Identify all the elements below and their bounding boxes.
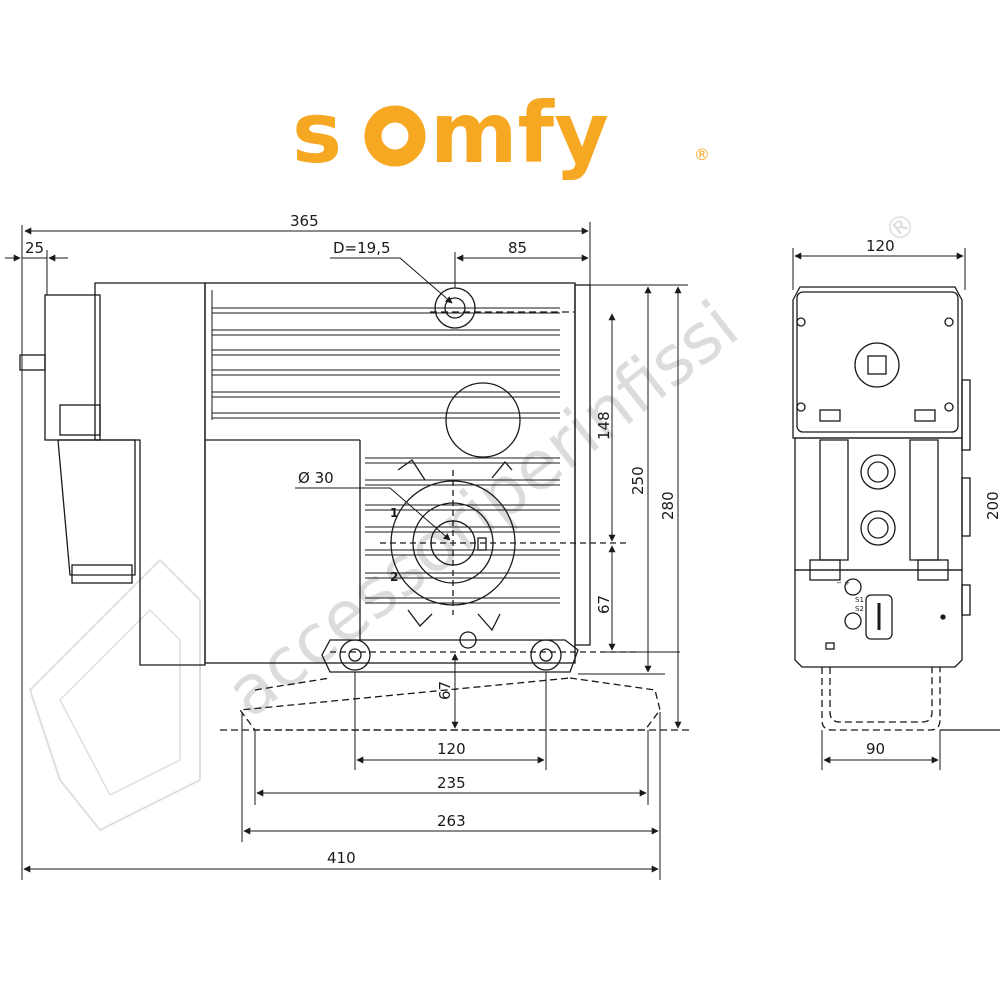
screw-bottom-right (944, 402, 954, 412)
square-socket-ring (854, 342, 900, 388)
base-plate-outline (238, 677, 661, 731)
screw-bottom-left (796, 402, 806, 412)
leader-shaft-diameter (295, 487, 451, 541)
label-25: 25 (25, 239, 44, 257)
mounting-bracket (321, 639, 579, 673)
watermark: accessoriperinfissi ® (28, 205, 924, 832)
somfy-logo: s mfy ® (292, 84, 710, 182)
shaft-keyway (477, 537, 487, 551)
screw-top-left (796, 317, 806, 327)
motor-shaft-stub (19, 354, 46, 371)
square-socket (867, 355, 887, 375)
label-shaft-diameter: Ø 30 (298, 469, 334, 487)
label-hole-diameter: D=19,5 (333, 239, 391, 257)
motor-lower-block (57, 439, 136, 576)
side-base-plate-inner (829, 667, 933, 723)
label-minus-plus: − + (836, 579, 850, 587)
motor-connector (59, 404, 101, 436)
shaft-rib-1 (397, 459, 426, 481)
rotation-mark-1: 1 (390, 506, 398, 520)
label-365: 365 (290, 212, 319, 230)
watermark-window-icon (28, 558, 201, 832)
shaft-rib-3 (407, 609, 433, 627)
housing-side-flange (574, 284, 591, 646)
clip-right (914, 409, 936, 422)
side-boss-upper-inner (867, 461, 889, 483)
side-top-cover (792, 286, 963, 439)
bracket-hole-right-inner (539, 648, 553, 662)
bracket-center-hole (459, 631, 477, 649)
side-body-left-rib (819, 439, 849, 561)
side-boss-lower-inner (867, 517, 889, 539)
front-dimensions (5, 222, 688, 880)
intermediate-boss (445, 382, 521, 458)
side-edge-tab-2 (961, 477, 971, 537)
label-235: 235 (437, 774, 466, 792)
label-67-right: 67 (595, 595, 613, 614)
label-410: 410 (327, 849, 356, 867)
indicator-dot (940, 614, 946, 620)
limit-switch-cover (794, 569, 963, 668)
side-edge-tab-1 (961, 379, 971, 451)
side-edge-tab-3 (961, 584, 971, 616)
label-263: 263 (437, 812, 466, 830)
label-67-center: 67 (436, 681, 454, 700)
label-side-90: 90 (866, 740, 885, 758)
front-view (19, 282, 690, 731)
side-dimensions (792, 248, 966, 770)
limit-screw-s2 (844, 612, 862, 630)
leader-hole-diameter (330, 257, 453, 304)
label-side-120: 120 (866, 237, 895, 255)
clip-left (819, 409, 841, 422)
side-view (792, 286, 1000, 731)
bracket-hole-left-inner (348, 648, 362, 662)
cable-tag (825, 642, 835, 650)
label-s2: S2 (855, 605, 864, 613)
cooling-fins-lower (365, 457, 560, 604)
label-s1: S1 (855, 596, 864, 604)
label-120: 120 (437, 740, 466, 758)
label-side-partial-height: 200 (984, 491, 1000, 520)
side-boss-upper (860, 454, 896, 490)
label-148: 148 (595, 411, 613, 440)
screw-top-right (944, 317, 954, 327)
motor-foot (71, 564, 133, 584)
front-dimension-labels: 365 25 D=19,5 85 Ø 30 148 67 250 280 67 … (25, 212, 677, 867)
shaft-rib-4 (477, 613, 501, 632)
watermark-window-inner (59, 608, 181, 796)
logo-letter-s: s (292, 84, 342, 182)
mounting-hole (444, 297, 466, 319)
side-body-right-rib (909, 439, 939, 561)
logo-registered-mark: ® (694, 145, 710, 164)
side-dimension-labels: 120 90 200 (866, 237, 1000, 758)
side-top-panel (796, 291, 959, 433)
logo-letters-mfy: mfy (430, 84, 609, 182)
label-280: 280 (659, 491, 677, 520)
label-85: 85 (508, 239, 527, 257)
side-limit-labels: − + S1 S2 (836, 579, 864, 613)
limit-screw-s1 (844, 578, 862, 596)
bracket-hole-right (530, 639, 562, 671)
rotation-mark-2: 2 (390, 570, 398, 584)
bracket-hole-left (339, 639, 371, 671)
side-base-plate-outline (821, 667, 941, 731)
side-boss-lower (860, 510, 896, 546)
shaft-rib-2 (491, 460, 513, 479)
label-250: 250 (629, 466, 647, 495)
logo-o-circle (364, 105, 426, 167)
cooling-fins-top (211, 290, 560, 420)
motor-flange (44, 294, 101, 441)
switch-socket (865, 594, 893, 640)
